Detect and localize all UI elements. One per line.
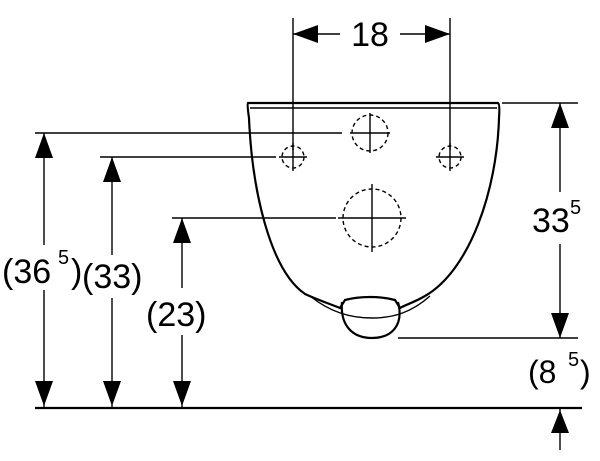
toilet-body-outline [246, 101, 501, 310]
toilet-outlet-inner [309, 295, 431, 319]
left-inner-arrow-top [173, 218, 191, 243]
right-height-sup: 5 [570, 197, 581, 219]
width-dimension-label: 18 [351, 16, 389, 54]
left-outer-label-open: (36 [2, 253, 51, 291]
width-arrow-right [425, 25, 450, 43]
left-middle-arrow-top [103, 157, 121, 182]
left-outer-label-sup: 5 [58, 247, 69, 269]
left-outer-arrow-bottom [35, 381, 53, 406]
left-outer-arrow-top [35, 133, 53, 158]
left-inner-label: (23) [146, 296, 206, 334]
width-arrow-left [293, 25, 318, 43]
right-arrow-top [551, 103, 569, 128]
gap-label-open: (8 [528, 354, 556, 390]
top-center-hole-icon [350, 113, 390, 153]
left-outer-label-close: ) [71, 253, 82, 291]
right-arrow-bottom [551, 313, 569, 338]
left-inner-arrow-bottom [173, 381, 191, 406]
toilet-outlet [340, 301, 401, 340]
gap-label-sup: 5 [568, 349, 579, 371]
left-middle-arrow-bottom [103, 381, 121, 406]
gap-label-close: ) [580, 354, 591, 390]
gap-arrow-up [551, 410, 569, 433]
left-middle-label: (33) [82, 258, 142, 296]
center-waste-hole-icon [338, 184, 406, 252]
right-height-label: 33 [532, 202, 570, 240]
